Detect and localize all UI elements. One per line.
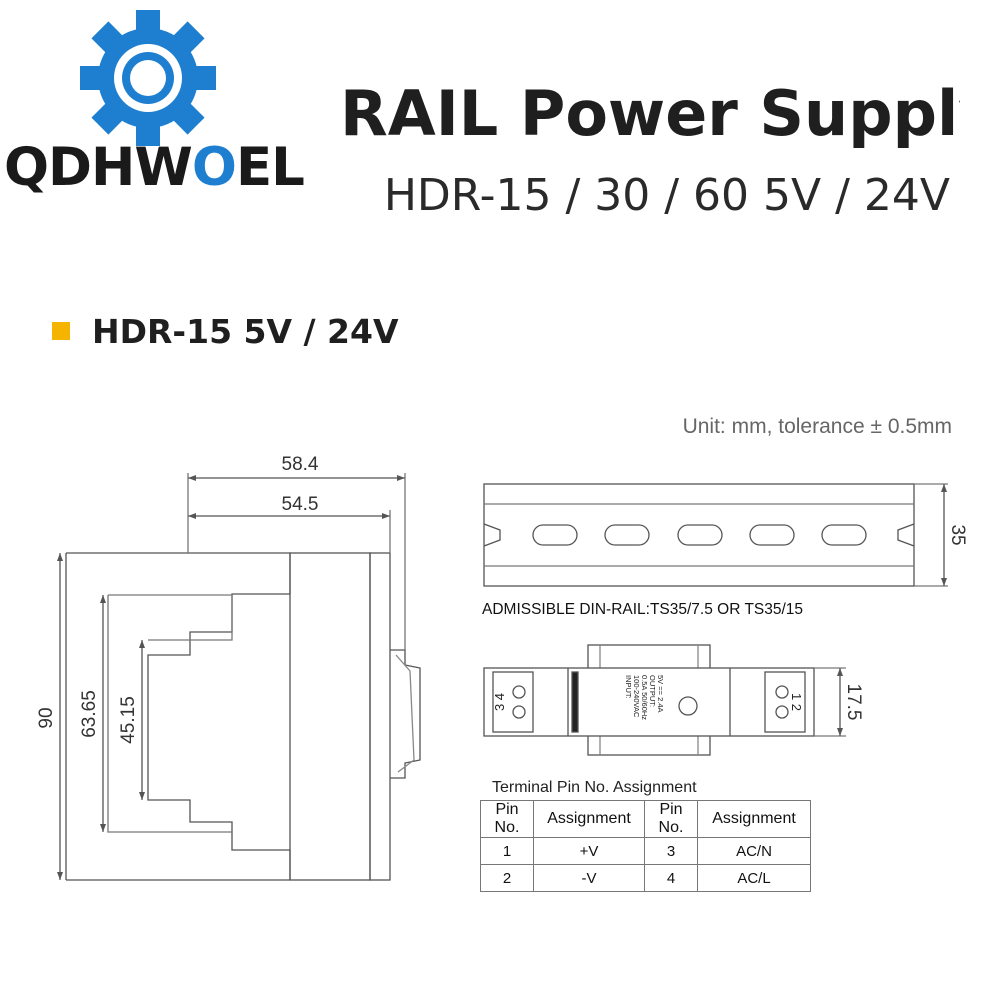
dim-rail-height: 35 xyxy=(947,524,968,545)
din-rail-note: ADMISSIBLE DIN-RAIL:TS35/7.5 OR TS35/15 xyxy=(482,601,804,618)
brand-text-main: QDHW xyxy=(4,137,193,198)
dim-height-total: 90 xyxy=(36,707,57,728)
pin-table-caption: Terminal Pin No. Assignment xyxy=(492,779,697,796)
table-header-cell: Pin No. xyxy=(480,800,534,838)
page-title: RAIL Power Supply xyxy=(340,77,960,150)
table-cell: AC/L xyxy=(697,864,811,892)
front-label-line: 5V == 2.4A xyxy=(656,675,665,713)
table-header-cell: Pin No. xyxy=(644,800,698,838)
din-rail-slot xyxy=(677,524,723,546)
front-pins-left: 3 4 xyxy=(492,693,507,711)
front-view-outline xyxy=(483,667,815,737)
dim-width-inner: 54.5 xyxy=(282,494,319,515)
side-view-body xyxy=(289,552,371,881)
din-rail-outline xyxy=(483,483,915,587)
dim-module-width: 17.5 xyxy=(843,684,864,721)
table-cell: -V xyxy=(533,864,645,892)
dim-height-step: 63.65 xyxy=(79,690,100,738)
table-cell: 4 xyxy=(644,864,698,892)
din-rail-slot xyxy=(604,524,650,546)
pin-assignment-table: Pin No. Assignment Pin No. Assignment 1 … xyxy=(480,800,811,892)
gear-icon xyxy=(80,10,216,146)
table-header-cell: Assignment xyxy=(697,800,811,838)
table-cell: 1 xyxy=(480,837,534,865)
front-pins-right: 1 2 xyxy=(789,693,804,711)
section-title: HDR-15 5V / 24V xyxy=(92,312,399,351)
brand-logo-text: QDHWOEL xyxy=(4,137,305,198)
unit-note: Unit: mm, tolerance ± 0.5mm xyxy=(682,415,952,438)
table-cell: 2 xyxy=(480,864,534,892)
dim-height-front: 45.15 xyxy=(118,696,139,744)
table-row: 2 -V 4 AC/L xyxy=(480,864,811,892)
brand-text-end: EL xyxy=(235,137,305,198)
brand-text-accent: O xyxy=(191,137,237,198)
side-view-step xyxy=(108,594,233,641)
table-cell: AC/N xyxy=(697,837,811,865)
table-cell: +V xyxy=(533,837,645,865)
page-subtitle: HDR-15 / 30 / 60 5V / 24V xyxy=(383,170,950,221)
din-rail-slot xyxy=(749,524,795,546)
din-rail-slot xyxy=(532,524,578,546)
section-marker xyxy=(52,322,70,340)
front-label-line: INPUT: xyxy=(624,675,633,699)
front-label-line: 0.5A 50/60Hz xyxy=(640,675,649,720)
front-label-line: 100-240VAC xyxy=(632,675,641,718)
dim-width-outer: 58.4 xyxy=(282,454,319,475)
table-row: 1 +V 3 AC/N xyxy=(480,837,811,865)
table-cell: 3 xyxy=(644,837,698,865)
din-clip xyxy=(390,649,421,779)
table-header-cell: Assignment xyxy=(533,800,645,838)
side-view-outline xyxy=(66,552,291,881)
din-rail-slot xyxy=(821,524,867,546)
front-label-line: OUTPUT: xyxy=(648,675,657,707)
table-header-row: Pin No. Assignment Pin No. Assignment xyxy=(480,800,811,838)
